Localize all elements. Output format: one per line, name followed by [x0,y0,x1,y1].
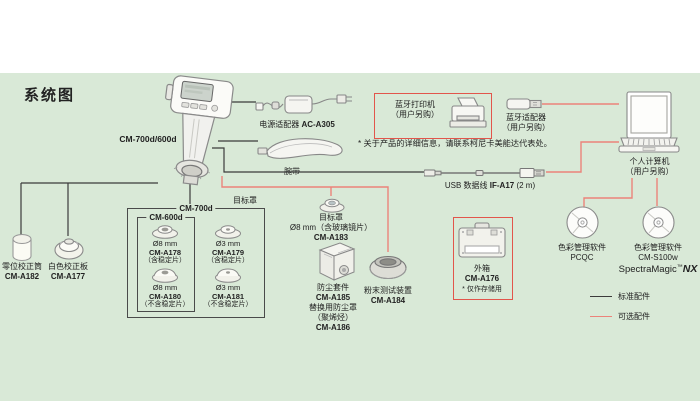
target-mask-group-label: 目标罩 [233,196,257,205]
legend-standard-label: 标准配件 [618,292,650,301]
laptop-icon [618,91,680,153]
target-mask-icon [215,225,241,239]
target-mask-icon [152,225,178,239]
dust-cover-label: 防尘套件 CM-A185 替换用防尘罩 （聚烯烃） CM-A186 [309,283,357,332]
cm600d-box-label: CM-600d [146,213,186,222]
page-title: 系统图 [24,87,76,104]
footnote: * 关于产品的详细信息，请联系柯尼卡美能达代表处。 [358,139,552,148]
glass-mask-label: 目标罩 Ø8 mm（含玻璃镜片） CM-A183 [289,213,373,242]
target-mask-icon [152,268,178,283]
software-pcqc-label: 色彩管理软件 PCQC [558,243,606,262]
software-spectramagic-label: 色彩管理软件 CM-S100w SpectraMagic™NX [618,243,698,275]
outer-case-label: 外箱 CM-A176 * 仅作存储用 [462,264,502,293]
dust-cover-icon [318,242,356,281]
powder-tester-icon [369,255,407,280]
powder-tester-label: 粉末测试装置 CM-A184 [364,286,412,305]
bluetooth-printer-label: 蓝牙打印机 （用户另购） [391,100,439,119]
zero-calibration-icon [12,233,32,262]
bluetooth-printer-box [374,93,492,139]
usb-cable-icon [424,168,545,178]
bluetooth-adapter-label: 蓝牙适配器 （用户另购） [502,113,550,132]
cm700d-box-label: CM-700d [176,204,216,213]
cm700d-box: CM-700d [127,204,265,318]
target-mask-icon [215,268,241,283]
wrist-strap-icon [257,138,343,159]
cm600d-box: CM-600d [137,213,195,312]
legend-standard-line [590,296,612,297]
bluetooth-adapter-icon [506,98,542,110]
outer-case-box [453,217,513,300]
bluetooth-printer-icon [449,97,487,128]
usb-cable-label: USB 数据线 IF-A17 (2 m) [444,181,536,190]
power-adapter-label: 电源适配器 AC-A305 [259,120,335,129]
device-model-label: CM-700d/600d [119,134,177,144]
power-adapter-icon [255,94,352,114]
target-mask-item: Ø3 mm CM-A181 （不含稳定片） [198,266,258,309]
glass-target-mask-icon [319,198,345,213]
carrying-case-icon [458,222,506,258]
legend-optional-line [590,316,612,317]
white-calibration-label: 白色校正板 CM-A177 [48,262,88,281]
spectrophotometer-icon [165,75,234,186]
target-mask-item: Ø8 mm CM-A180 （不含稳定片） [138,266,192,309]
target-mask-item: Ø3 mm CM-A179 （含稳定片） [198,222,258,265]
wrist-strap-label: 腕带 [284,167,300,176]
white-calibration-icon [54,238,84,260]
target-mask-item: Ø8 mm CM-A178 （含稳定片） [138,222,192,265]
cd-icon [566,206,599,239]
zero-calibration-label: 零位校正筒 CM-A182 [2,262,42,281]
legend-optional-label: 可选配件 [618,312,650,321]
personal-computer-label: 个人计算机 （用户另购） [625,157,674,176]
cd-icon [642,206,675,239]
